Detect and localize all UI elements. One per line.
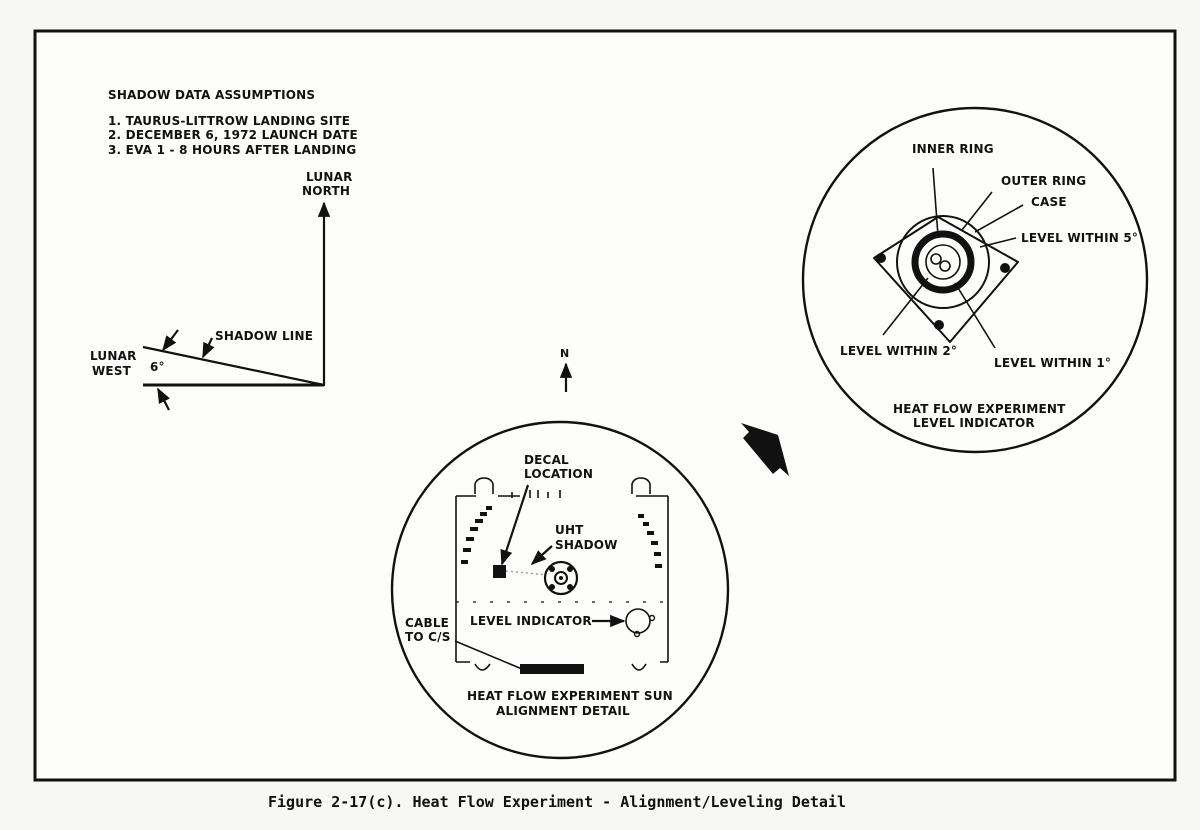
- outer-ring-label: OUTER RING: [1001, 174, 1086, 188]
- uht-shadow-line: [505, 570, 549, 576]
- sun-alignment-title: HEAT FLOW EXPERIMENT SUN: [467, 689, 673, 703]
- decal-location-label: DECAL: [524, 453, 569, 467]
- case-label: CASE: [1031, 195, 1067, 209]
- case: [896, 215, 990, 309]
- uht-shadow-pointer: [530, 545, 553, 566]
- level-within-2-label: LEVEL WITHIN 2°: [840, 344, 957, 358]
- case-pointer: [974, 204, 1024, 233]
- bubble: [930, 253, 942, 265]
- level-indicator-detail: INNER RING OUTER RING CASE LEVEL WITHIN …: [801, 106, 1149, 454]
- left-scale: [461, 506, 492, 564]
- level-within-1-label: LEVEL WITHIN 1°: [994, 356, 1111, 370]
- figure-caption: Figure 2-17(c). Heat Flow Experiment - A…: [268, 793, 846, 811]
- decal-pointer: [500, 484, 530, 566]
- flange: [873, 216, 1019, 343]
- angle-label: 6°: [150, 360, 165, 374]
- magnify-direction-arrow: [741, 423, 789, 476]
- shadow-line-pointer: [202, 337, 215, 359]
- shadow-data-assumptions: SHADOW DATA ASSUMPTIONS 1. TAURUS-LITTRO…: [108, 88, 358, 157]
- assumption-item: 3. EVA 1 - 8 HOURS AFTER LANDING: [108, 143, 356, 157]
- uht-shadow-label: SHADOW: [555, 538, 618, 552]
- level-indicator-title: HEAT FLOW EXPERIMENT: [893, 402, 1066, 416]
- level-within-1-pointer: [954, 282, 996, 349]
- cable-connector: [520, 664, 584, 674]
- shadow-line: [142, 345, 325, 387]
- inner-ring-pointer: [932, 167, 939, 237]
- outer-ring: [911, 230, 975, 294]
- level-indicator-bubble: [625, 608, 651, 634]
- decal-square: [493, 565, 506, 578]
- shadow-line-label: SHADOW LINE: [215, 329, 313, 343]
- level-within-2-pointer: [882, 277, 929, 336]
- lunar-west-label: LUNAR: [90, 349, 137, 363]
- lunar-north-label: NORTH: [302, 184, 350, 198]
- hfe-body: [455, 477, 669, 674]
- decal-location-label: LOCATION: [524, 467, 593, 481]
- compass-diagram: LUNAR NORTH LUNAR WEST 6° SHADOW LINE: [90, 170, 353, 411]
- lunar-west-label: WEST: [92, 364, 132, 378]
- sun-alignment-detail: N: [390, 347, 730, 760]
- lunar-north-label: LUNAR: [306, 170, 353, 184]
- north-marker-label: N: [560, 347, 569, 360]
- inner-ring: [925, 244, 961, 280]
- cable-pointer: [454, 640, 523, 670]
- cable-label: CABLE: [405, 616, 449, 630]
- level-within-5-pointer: [979, 237, 1017, 248]
- sun-alignment-title: ALIGNMENT DETAIL: [496, 704, 630, 718]
- assumptions-title: SHADOW DATA ASSUMPTIONS: [108, 88, 315, 102]
- inner-ring-label: INNER RING: [912, 142, 994, 156]
- angle-arrow-upper: [162, 329, 179, 352]
- level-indicator-label: LEVEL INDICATOR: [470, 614, 592, 628]
- level-indicator-title: LEVEL INDICATOR: [913, 416, 1035, 430]
- cable-label: TO C/S: [405, 630, 451, 644]
- assumption-item: 1. TAURUS-LITTROW LANDING SITE: [108, 114, 350, 128]
- angle-arrow-lower: [157, 387, 170, 411]
- assumption-item: 2. DECEMBER 6, 1972 LAUNCH DATE: [108, 128, 358, 142]
- right-scale: [638, 514, 662, 568]
- level-within-5-label: LEVEL WITHIN 5°: [1021, 231, 1138, 245]
- outer-ring-pointer: [961, 191, 993, 231]
- level-indicator-circle: [801, 106, 1149, 454]
- uht-shadow-label: UHT: [555, 523, 584, 537]
